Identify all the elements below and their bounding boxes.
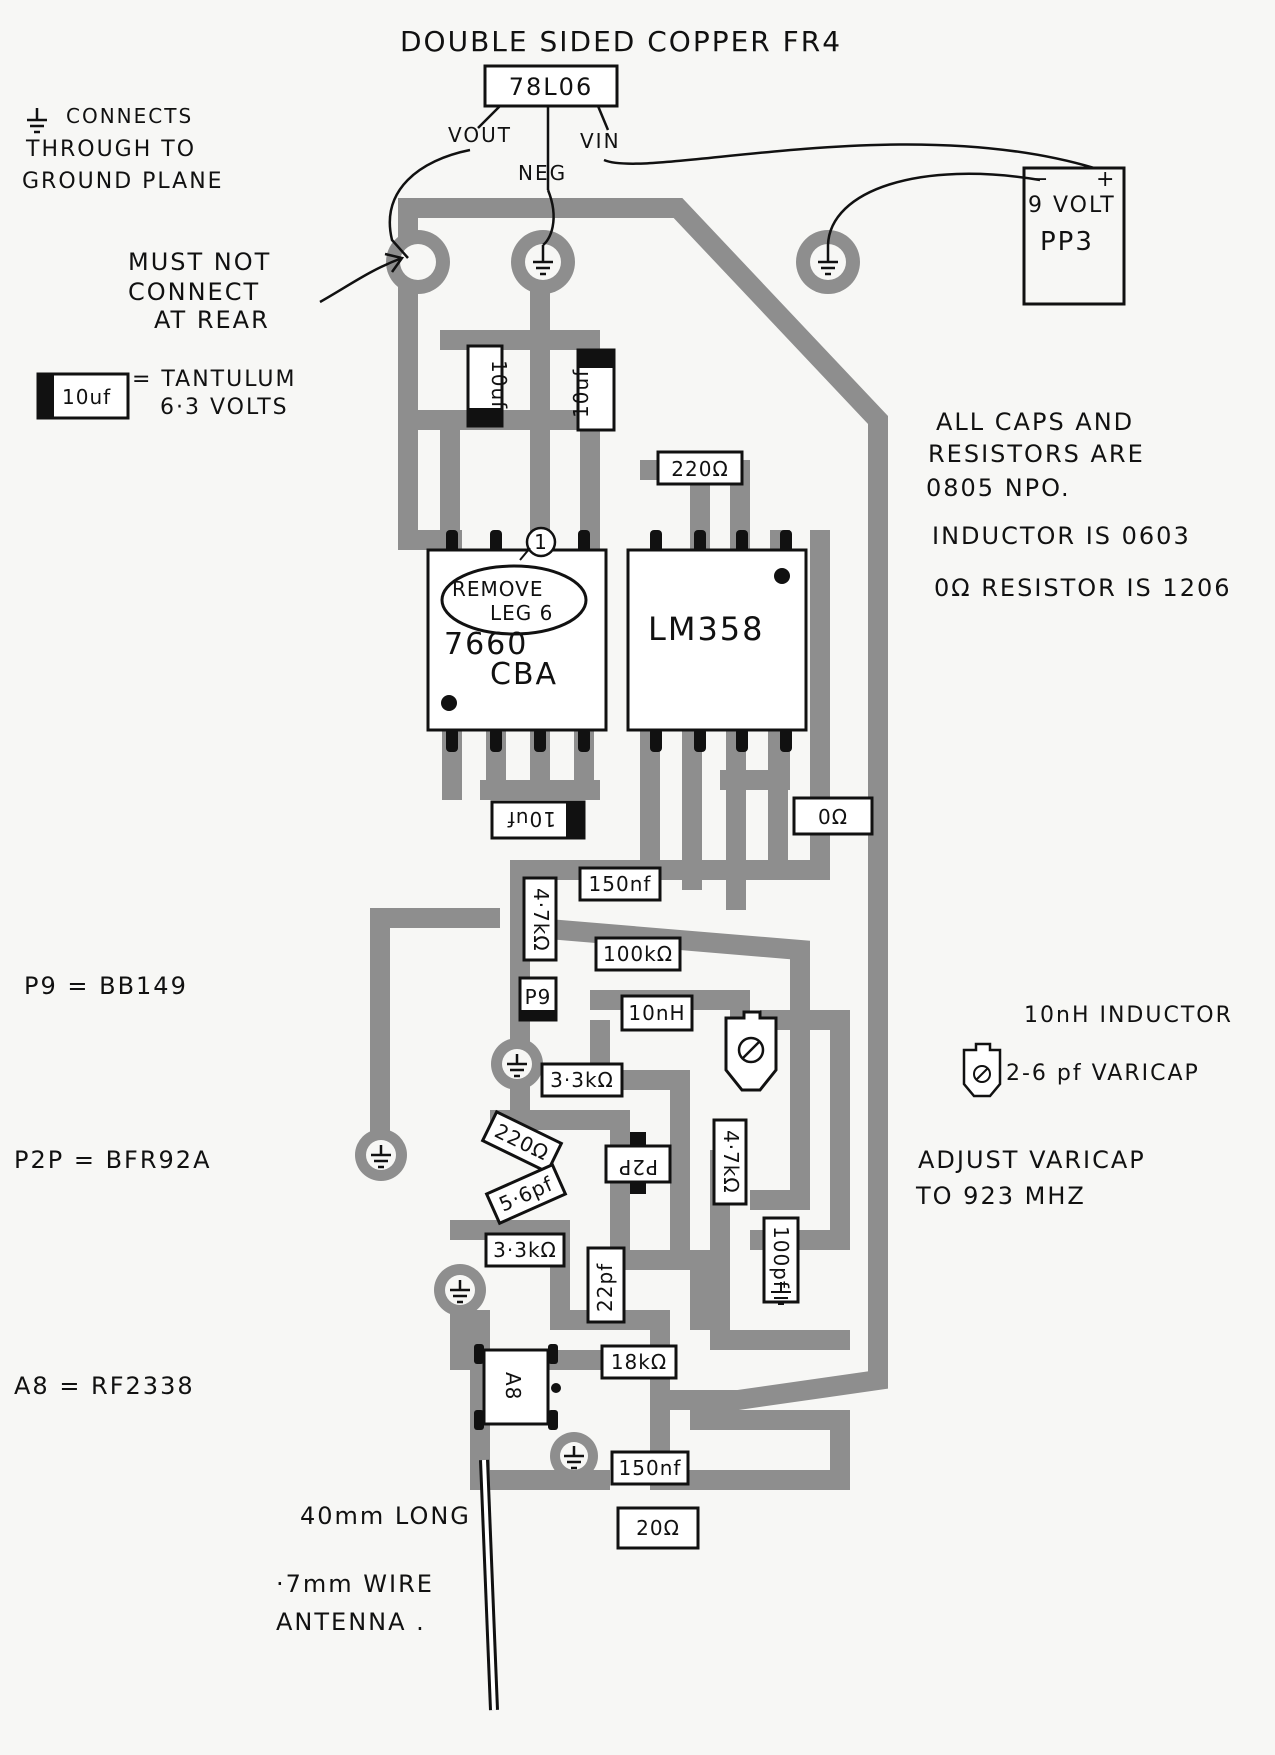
battery-voltage-label: 9 VOLT: [1028, 193, 1116, 218]
l10n-label: 10nH: [628, 1001, 685, 1025]
r47b-label: 4·7kΩ: [719, 1130, 743, 1194]
leg-label: LEG 6: [490, 601, 553, 625]
cap-150nf-b: 150nf: [610, 1450, 690, 1486]
regulator-78l06: 78L06 VOUT NEG VIN: [448, 64, 621, 190]
ic-a8-rf2338: A8: [474, 1344, 561, 1430]
antenna-wire: [479, 1459, 499, 1711]
ground-note-line1: CONNECTS: [66, 104, 194, 128]
varicap-legend: 2-6 pf VARICAP: [1006, 1061, 1200, 1086]
vout-label: VOUT: [448, 123, 512, 147]
resistor-220-top: 220Ω: [656, 450, 744, 486]
resistor-100k: 100kΩ: [594, 936, 682, 972]
tantalum-legend-text2: 6·3 VOLTS: [160, 395, 289, 420]
ic-lm358: LM358: [626, 530, 808, 752]
tantalum-legend-symbol: 10uf: [36, 372, 130, 420]
caps-note-line2: RESISTORS ARE: [928, 440, 1145, 468]
tantalum-legend-label: 10uf: [62, 385, 111, 409]
resistor-3k3-b: 3·3kΩ: [484, 1232, 566, 1268]
antenna-note-line3: ANTENNA .: [276, 1608, 426, 1636]
c100pf-label: 100pf: [769, 1226, 793, 1289]
battery-pp3: − + 9 VOLT PP3: [1022, 166, 1126, 306]
antenna-note-line1: 40mm LONG: [300, 1502, 471, 1530]
cap2-label: 10uf: [569, 369, 593, 418]
adjust-note-line2: TO 923 MHZ: [916, 1182, 1086, 1210]
arrow: [319, 252, 405, 304]
remove-label: REMOVE: [452, 577, 544, 601]
p9-label: P9: [525, 985, 552, 1009]
inductor-legend: 10nH INDUCTOR: [1024, 1003, 1233, 1028]
wires: [388, 143, 1095, 259]
ground-note-line2: THROUGH TO: [26, 137, 197, 162]
r0-label: 0Ω: [818, 805, 848, 829]
neg-label: NEG: [518, 161, 567, 185]
tantalum-cap-1: 10uf: [466, 344, 511, 428]
regulator-part-label: 78L06: [509, 73, 593, 101]
c22pf-label: 22pf: [593, 1263, 617, 1312]
resistor-4k7-b: 4·7kΩ: [712, 1118, 748, 1206]
vin-label: VIN: [580, 129, 621, 153]
resistor-20: 20Ω: [616, 1506, 700, 1550]
r220-label: 220Ω: [671, 457, 728, 481]
tantalum-cap-2: 10uf: [569, 348, 616, 432]
c150a-label: 150nf: [589, 872, 652, 896]
r47a-label: 4·7kΩ: [529, 888, 553, 952]
a8-label: A8: [501, 1372, 525, 1400]
antenna-note-line2: ·7mm WIRE: [276, 1570, 434, 1598]
inductor-note: INDUCTOR IS 0603: [932, 522, 1191, 550]
r20-label: 20Ω: [636, 1516, 680, 1540]
must-not-connect-line2: CONNECT: [128, 278, 261, 306]
ground-symbols: [27, 108, 838, 1470]
r18k-label: 18kΩ: [611, 1350, 667, 1374]
c150b-label: 150nf: [619, 1456, 682, 1480]
must-not-connect-line1: MUST NOT: [128, 248, 272, 276]
page-title: DOUBLE SIDED COPPER FR4: [400, 25, 843, 58]
resistor-3k3-a: 3·3kΩ: [540, 1062, 624, 1098]
ic2-name: LM358: [648, 610, 765, 648]
legend-p9: P9 = BB149: [24, 972, 188, 1000]
varactor-p9: P9: [518, 976, 558, 1022]
tantalum-legend-text1: = TANTULUM: [132, 367, 297, 392]
ic1-name: 7660: [444, 627, 528, 662]
cap-22pf: 22pf: [586, 1246, 626, 1324]
legend-a8: A8 = RF2338: [14, 1372, 195, 1400]
must-not-connect-line3: AT REAR: [154, 306, 270, 334]
resistor-zero-ohm: 0Ω: [792, 796, 874, 836]
caps-note-line1: ALL CAPS AND: [936, 408, 1135, 436]
varicap-trimmer: [724, 1010, 778, 1092]
battery-minus-label: −: [1030, 167, 1050, 192]
r33b-label: 3·3kΩ: [493, 1238, 557, 1262]
legend-p2p: P2P = BFR92A: [14, 1146, 212, 1174]
cap-5p6: 5·6pf: [484, 1162, 568, 1226]
ground-note-line3: GROUND PLANE: [22, 169, 224, 194]
cap-150nf-a: 150nf: [578, 866, 662, 902]
cap3-label: 10uf: [507, 807, 556, 831]
r100k-label: 100kΩ: [603, 942, 673, 966]
cap1-label: 10uf: [487, 360, 511, 409]
battery-plus-label: +: [1096, 167, 1116, 192]
inductor-10nh: 10nH: [620, 994, 694, 1032]
p2p-label: P2P: [618, 1155, 658, 1179]
adjust-note-line1: ADJUST VARICAP: [918, 1146, 1146, 1174]
tantalum-cap-3: 10uf: [490, 800, 586, 840]
r33a-label: 3·3kΩ: [550, 1068, 614, 1092]
resistor-4k7-a: 4·7kΩ: [522, 876, 558, 962]
cap-100pf: 100pf: [762, 1216, 800, 1305]
varicap-legend-symbol: [962, 1042, 1002, 1098]
ic1-suffix: CBA: [490, 657, 558, 692]
ic1-pin1-label: 1: [534, 530, 548, 554]
resistor-18k: 18kΩ: [600, 1344, 678, 1380]
ic-7660: 1 REMOVE LEG 6 7660 CBA: [426, 526, 608, 752]
transistor-p2p: P2P: [604, 1132, 672, 1194]
caps-note-line3: 0805 NPO.: [926, 474, 1071, 502]
zero-ohm-note: 0Ω RESISTOR IS 1206: [934, 574, 1232, 602]
battery-type-label: PP3: [1040, 227, 1094, 257]
